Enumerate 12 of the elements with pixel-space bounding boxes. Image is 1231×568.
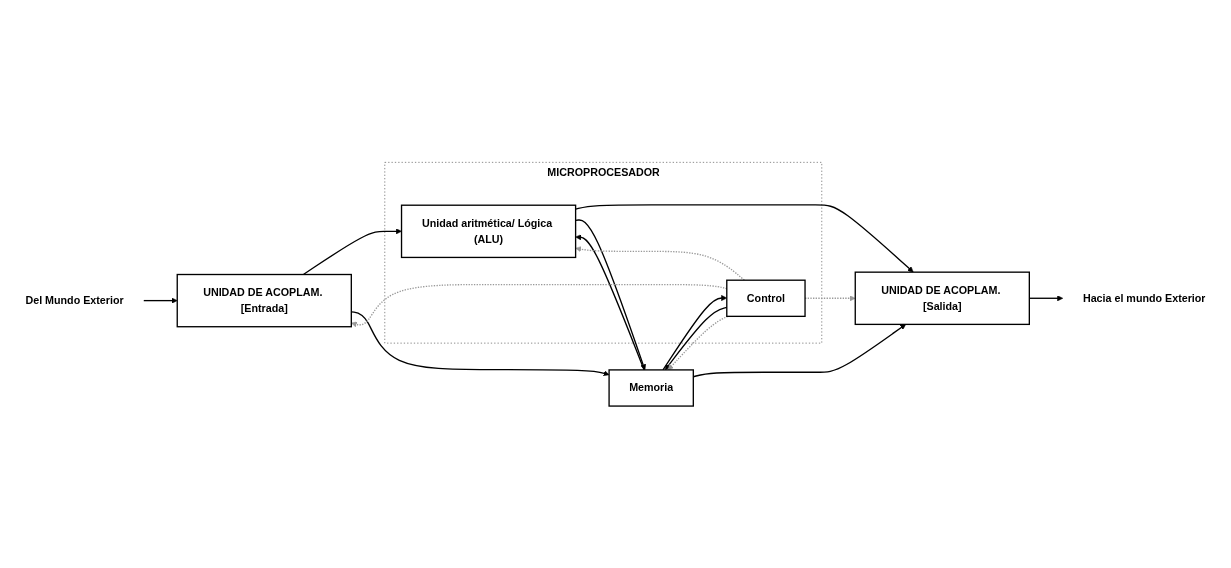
arrow — [662, 294, 728, 371]
arrow — [664, 306, 728, 370]
node-box: UNIDAD DE ACOPLAM. [Entrada] — [176, 273, 352, 328]
node-box: UNIDAD DE ACOPLAM. [Salida] — [854, 271, 1030, 325]
node-text: Del Mundo Exterior — [25, 294, 124, 306]
node-box: Control — [726, 279, 806, 317]
node-box: Memoria — [608, 369, 694, 407]
node-box: Unidad aritmética/ Lógica (ALU) — [400, 204, 577, 258]
node-text: Hacia el mundo Exterior — [1082, 292, 1206, 304]
arrow — [302, 228, 402, 275]
arrow — [143, 297, 178, 304]
arrow — [575, 246, 746, 281]
